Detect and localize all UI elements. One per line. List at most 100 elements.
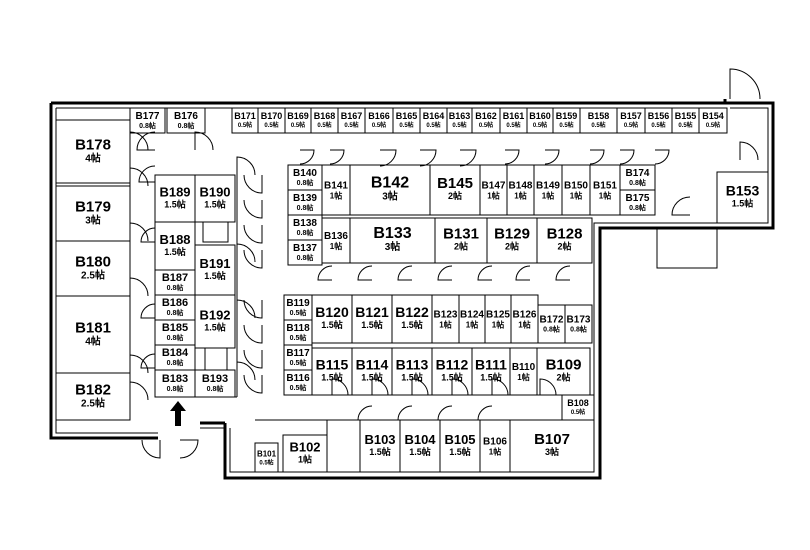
room-box	[257, 107, 286, 134]
room-id-label: B115	[316, 357, 349, 373]
room-id-label: B174	[626, 168, 650, 179]
room-box	[154, 319, 196, 346]
room-box	[589, 164, 621, 216]
room-id-label: B183	[162, 373, 188, 385]
room-box	[391, 294, 433, 344]
room-box	[486, 217, 538, 264]
room-box	[55, 240, 131, 297]
room-id-label: B155	[675, 111, 697, 121]
door-swing-icon	[141, 439, 161, 459]
door-swing-icon	[477, 405, 493, 421]
room-id-label: B178	[75, 136, 111, 153]
room-size-label: 0.8帖	[629, 203, 646, 212]
room-size-label: 2帖	[454, 240, 468, 251]
room-box	[321, 164, 351, 216]
room-size-label: 0.8帖	[297, 203, 314, 212]
room-id-label: B180	[75, 253, 111, 270]
room-box	[564, 304, 593, 344]
